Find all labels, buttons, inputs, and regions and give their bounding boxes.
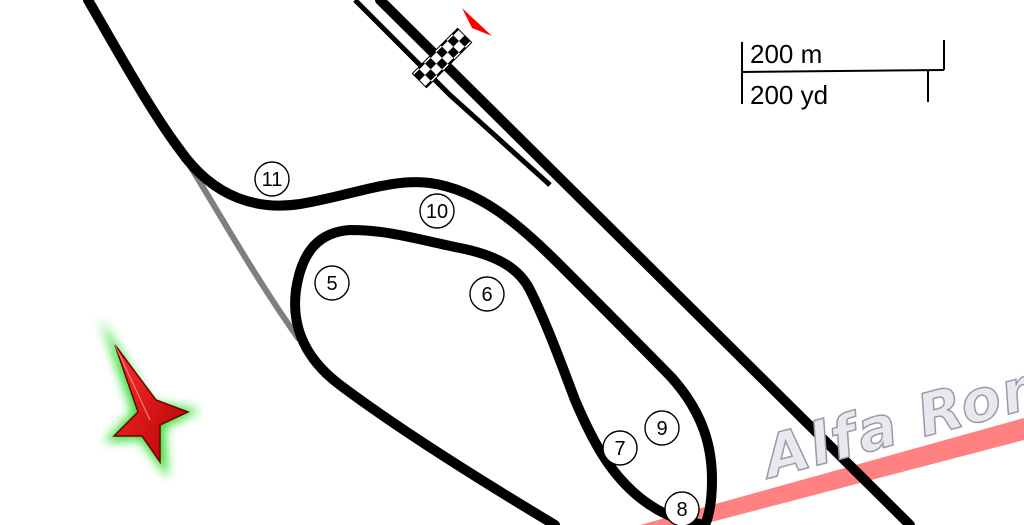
watermark-band <box>640 418 1024 525</box>
turn-circle <box>664 491 700 525</box>
turn-circle <box>254 161 290 197</box>
direction-flag-icon <box>462 8 492 36</box>
scale-metric-label: 200 m <box>750 39 822 69</box>
pit-straight-line <box>353 0 552 187</box>
turn-label: 9 <box>656 418 667 440</box>
turn-circle <box>602 430 638 466</box>
turn-circle <box>469 276 505 312</box>
turn-label: 8 <box>676 499 687 521</box>
scale-bar: 200 m 200 yd <box>741 39 945 110</box>
turn-marker-10: 10 <box>419 193 455 229</box>
turn-marker-5: 5 <box>314 265 350 301</box>
turn-marker-6: 6 <box>469 276 505 312</box>
turn-label: 10 <box>426 201 448 223</box>
checkered-flag-icon <box>411 27 473 89</box>
main-straight <box>375 0 915 525</box>
turn-circle <box>644 410 680 446</box>
compass-star-icon <box>100 318 200 478</box>
turn-circle <box>419 193 455 229</box>
turn-marker-7: 7 <box>602 430 638 466</box>
turn-label: 7 <box>614 438 625 460</box>
turn-label: 6 <box>481 284 492 306</box>
turn-label: 5 <box>326 273 337 295</box>
turn-marker-9: 9 <box>644 410 680 446</box>
scale-imperial-label: 200 yd <box>750 80 828 110</box>
track-inner-section <box>290 225 710 525</box>
turn-label: 11 <box>262 169 283 191</box>
turn-marker-8: 8 <box>664 491 700 525</box>
track-outer-section <box>83 0 717 525</box>
turn-marker-11: 11 <box>254 161 290 197</box>
turn-circle <box>314 265 350 301</box>
